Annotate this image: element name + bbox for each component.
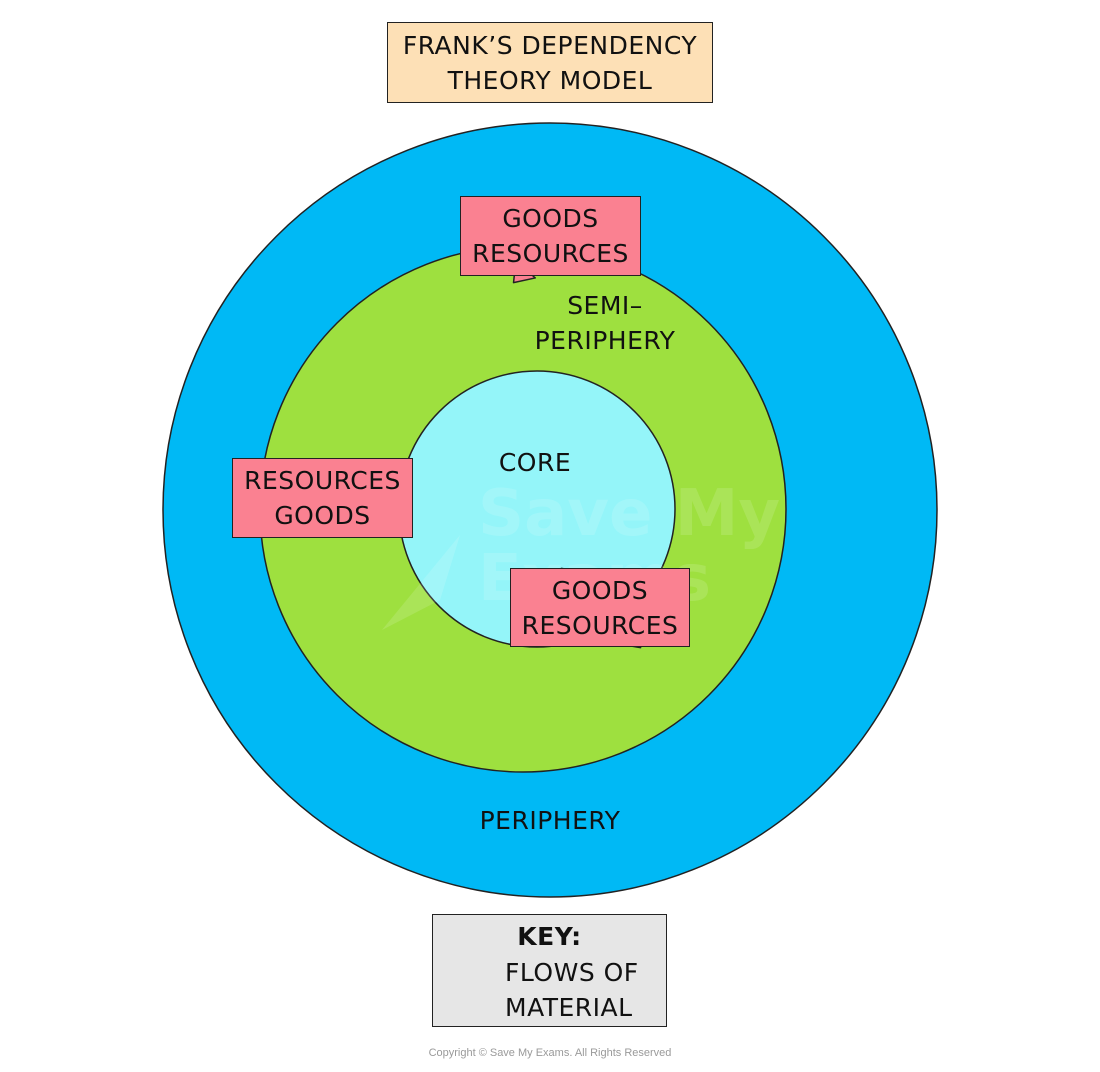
semi-periphery-label-line1: SEMI–	[567, 291, 643, 320]
flow-box-right: GOODS RESOURCES	[510, 568, 690, 647]
title-box: FRANK’S DEPENDENCY THEORY MODEL	[387, 22, 713, 103]
semi-periphery-label-line2: PERIPHERY	[534, 326, 676, 355]
flow-box-top-line2: RESOURCES	[472, 239, 629, 268]
core-label: CORE	[498, 448, 572, 477]
flow-box-left-line2: GOODS	[274, 501, 371, 530]
flow-box-top-line1: GOODS	[502, 204, 599, 233]
title-line1: FRANK’S DEPENDENCY	[402, 30, 698, 60]
watermark-line1: Save My	[478, 477, 780, 551]
flow-box-top: GOODS RESOURCES	[460, 196, 641, 276]
flow-box-left-line1: RESOURCES	[244, 466, 401, 495]
flow-box-left: RESOURCES GOODS	[232, 458, 413, 538]
periphery-label: PERIPHERY	[479, 806, 621, 835]
flow-box-right-line1: GOODS	[551, 575, 649, 605]
title-line2: THEORY MODEL	[447, 65, 653, 95]
key-box: KEY: FLOWS OF MATERIAL	[432, 914, 667, 1027]
copyright-notice: Copyright © Save My Exams. All Rights Re…	[428, 1047, 672, 1059]
flow-box-right-line2: RESOURCES	[521, 610, 679, 640]
key-label-line2: MATERIAL	[505, 993, 633, 1022]
key-heading: KEY:	[517, 922, 582, 951]
key-label-line1: FLOWS OF	[505, 958, 639, 987]
semi-periphery-label: SEMI– PERIPHERY	[515, 288, 695, 358]
key-label: FLOWS OF MATERIAL	[505, 955, 639, 1025]
